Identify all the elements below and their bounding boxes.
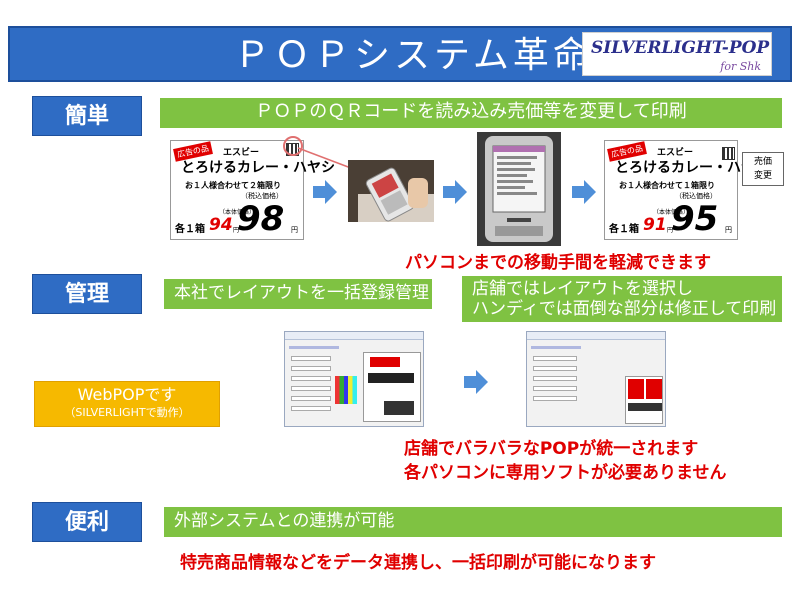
- manage-note-line1: 店舗でバラバラなPOPが統一されます: [404, 439, 699, 459]
- price-change-line1: 売価: [753, 157, 772, 167]
- arrow-right-icon: [464, 370, 488, 394]
- manage-banner-right: 店舗ではレイアウトを選択し ハンディでは面倒な部分は修正して印刷: [462, 276, 782, 322]
- screenshot-field: [533, 386, 577, 391]
- easy-banner: ＰＯＰのＱＲコードを読み込み売価等を変更して印刷: [160, 98, 782, 128]
- screenshot-field: [291, 376, 331, 381]
- screenshot-pop-preview: [625, 376, 663, 424]
- convenient-note: 特売商品情報などをデータ連携し、一括印刷が可能になります: [180, 553, 656, 573]
- pop-card-before: 広告の品 エスビー とろけるカレー・ハヤシ お１人様合わせて２箱限り （税込価格…: [170, 140, 335, 240]
- screenshot-field: [533, 356, 577, 361]
- page-title: ＰＯＰシステム革命: [234, 35, 593, 76]
- header-bar: ＰＯＰシステム革命 SILVERLIGHT-POP for Shk: [8, 26, 792, 82]
- screenshot-field: [291, 396, 331, 401]
- screenshot-field: [291, 366, 331, 371]
- store-print-screenshot: [526, 331, 666, 427]
- pop-brand: エスビー: [657, 148, 694, 158]
- screenshot-pop-preview: [363, 352, 421, 422]
- pop-limit-text: お１人様合わせて２箱限り: [185, 181, 281, 190]
- screenshot-field: [291, 356, 331, 361]
- manage-banner-right-line1: 店舗ではレイアウトを選択し: [472, 279, 693, 299]
- manage-banner-left: 本社でレイアウトを一括登録管理: [164, 279, 432, 309]
- screenshot-field: [533, 396, 577, 401]
- pop-total-price: 98: [237, 199, 285, 239]
- handheld-screen-photo: [477, 132, 561, 246]
- pop-each-label: 各１箱: [175, 224, 205, 235]
- pop-each-label: 各１箱: [609, 224, 639, 235]
- pop-base-price: 94: [209, 215, 233, 235]
- webpop-title: WebPOPです: [77, 385, 177, 404]
- qr-highlight-circle: [283, 136, 303, 156]
- convenient-banner: 外部システムとの連携が可能: [164, 507, 782, 537]
- pop-tax-note: （税込価格）: [675, 192, 717, 200]
- section-label-easy: 簡単: [32, 96, 142, 136]
- screenshot-field: [533, 366, 577, 371]
- section-label-convenient: 便利: [32, 502, 142, 542]
- price-change-note: 売価 変更: [742, 152, 784, 186]
- manage-banner-right-line2: ハンディでは面倒な部分は修正して印刷: [472, 299, 777, 319]
- qr-code-icon: [722, 147, 735, 160]
- easy-note: パソコンまでの移動手間を軽減できます: [405, 253, 711, 273]
- pop-total-price: 95: [671, 199, 719, 239]
- screenshot-titlebar: [285, 332, 423, 340]
- pop-product-name: とろけるカレー・ハヤシ: [615, 160, 769, 176]
- pop-tax-note: （税込価格）: [241, 192, 283, 200]
- manage-note: 店舗でバラバラなPOPが統一されます 各パソコンに専用ソフトが必要ありません: [404, 437, 727, 485]
- manage-note-line2: 各パソコンに専用ソフトが必要ありません: [404, 463, 727, 483]
- pop-base-price: 91: [643, 215, 667, 235]
- logo-subtext: for Shk: [720, 60, 761, 73]
- pop-base-price-label: （本体価格）: [653, 209, 690, 216]
- pop-base-yen: 円: [233, 227, 240, 234]
- screenshot-field: [291, 406, 331, 411]
- handheld-scan-photo: [348, 160, 434, 222]
- logo-text: SILVERLIGHT-POP: [591, 38, 770, 58]
- arrow-right-icon: [572, 180, 596, 204]
- pop-card-after: 広告の品 エスビー とろけるカレー・ハヤシ お１人様合わせて１箱限り （税込価格…: [604, 140, 769, 240]
- webpop-subtitle: （SILVERLIGHTで動作）: [64, 406, 190, 419]
- pop-total-yen: 円: [725, 226, 732, 234]
- webpop-badge: WebPOPです （SILVERLIGHTで動作）: [34, 381, 220, 427]
- screenshot-field: [291, 386, 331, 391]
- screenshot-titlebar: [527, 332, 665, 340]
- pop-product-name: とろけるカレー・ハヤシ: [181, 160, 335, 176]
- pop-total-yen: 円: [291, 226, 298, 234]
- layout-editor-screenshot: [284, 331, 424, 427]
- screenshot-field: [533, 376, 577, 381]
- pop-base-price-label: （本体価格）: [219, 209, 256, 216]
- logo: SILVERLIGHT-POP for Shk: [582, 32, 772, 76]
- arrow-right-icon: [313, 180, 337, 204]
- section-label-manage: 管理: [32, 274, 142, 314]
- pop-base-yen: 円: [667, 227, 674, 234]
- screenshot-color-palette: [335, 376, 357, 404]
- arrow-right-icon: [443, 180, 467, 204]
- pop-limit-text: お１人様合わせて１箱限り: [619, 181, 715, 190]
- price-change-line2: 変更: [753, 171, 772, 181]
- pop-brand: エスビー: [223, 148, 260, 158]
- screenshot-logo-strip: [531, 346, 581, 349]
- screenshot-logo-strip: [289, 346, 339, 349]
